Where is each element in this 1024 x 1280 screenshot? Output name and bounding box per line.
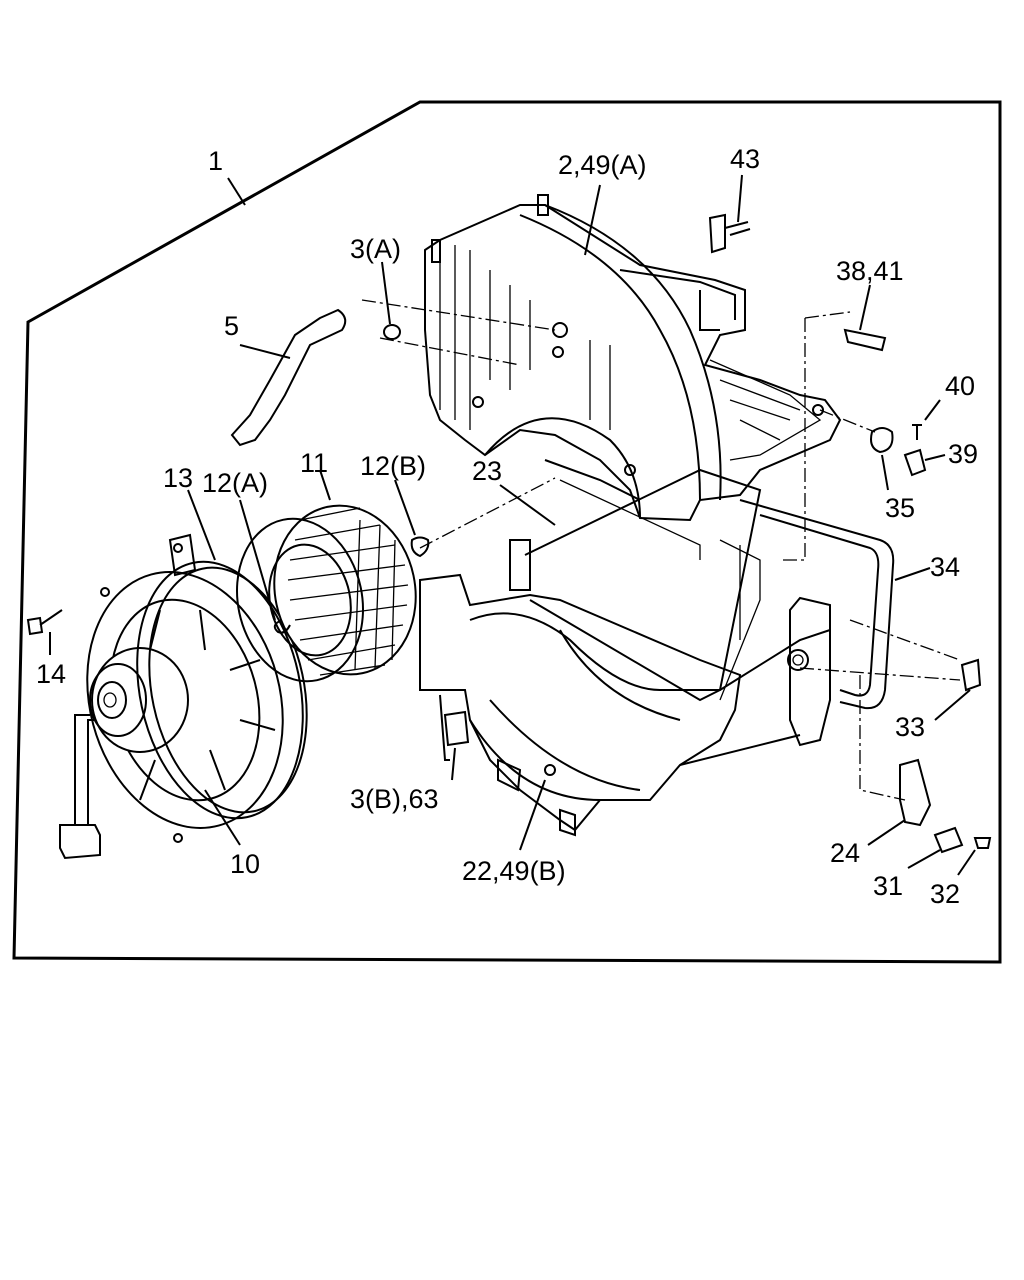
label-12a: 12(A) [202, 468, 268, 498]
label-13: 13 [163, 463, 193, 493]
label-11: 11 [300, 448, 328, 478]
label-39: 39 [948, 439, 978, 469]
label-33: 33 [895, 712, 925, 742]
label-14: 14 [36, 659, 66, 689]
label-40: 40 [945, 371, 975, 401]
label-3b-63: 3(B),63 [350, 784, 439, 814]
grommet-35 [870, 427, 894, 454]
mounting-plate [136, 533, 308, 820]
label-2-49a: 2,49(A) [558, 150, 647, 180]
upper-case [424, 194, 842, 522]
seal-gasket [739, 499, 895, 710]
bracket-43 [708, 213, 751, 254]
label-34: 34 [930, 552, 960, 582]
duct-5 [230, 308, 347, 447]
label-5: 5 [224, 311, 239, 341]
screw-14 [26, 609, 63, 636]
screw-40 [912, 424, 922, 440]
bracket-3b-63 [443, 710, 470, 747]
fan-wheel [236, 504, 417, 683]
label-31: 31 [873, 871, 903, 901]
clip-12b [410, 536, 430, 558]
lever-24 [899, 758, 932, 827]
label-3a: 3(A) [350, 234, 401, 264]
label-43: 43 [730, 144, 760, 174]
label-22-49b: 22,49(B) [462, 856, 566, 886]
alignment-lines [361, 299, 961, 801]
label-10: 10 [230, 849, 260, 879]
clip-39 [903, 448, 927, 477]
assembly-frame [12, 100, 1002, 964]
label-35: 35 [885, 493, 915, 523]
label-24: 24 [830, 838, 860, 868]
label-38-41: 38,41 [836, 256, 904, 286]
link-31 [933, 826, 964, 854]
label-23: 23 [472, 456, 502, 486]
lower-case [419, 468, 831, 837]
label-12b: 12(B) [360, 451, 426, 481]
label-1: 1 [208, 146, 223, 176]
leader-lines [49, 174, 976, 876]
screw-32 [973, 837, 992, 849]
nut-3a [383, 324, 401, 340]
blower-motor [59, 543, 284, 860]
label-32: 32 [930, 879, 960, 909]
bracket-38-41 [843, 328, 887, 352]
clip-33 [960, 658, 982, 692]
